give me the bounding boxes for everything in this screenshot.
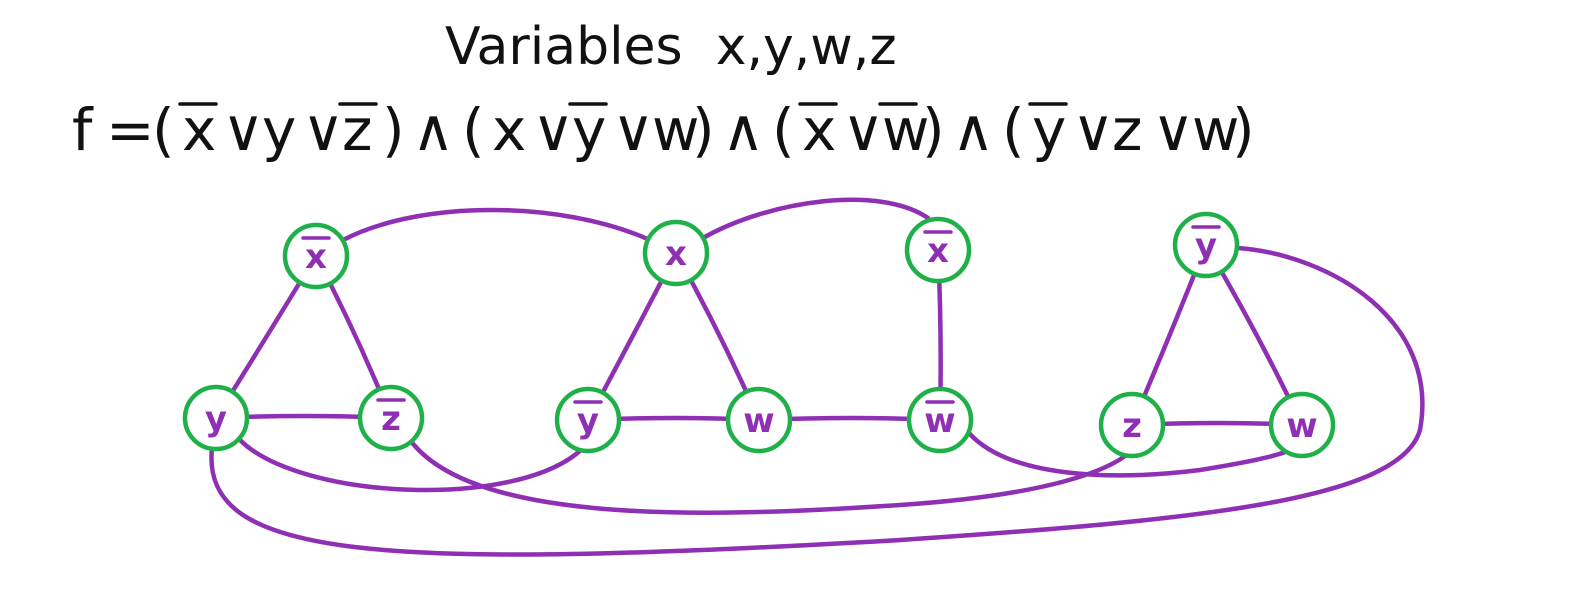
and-operator: ∧ bbox=[952, 96, 994, 164]
literal-neg-y: y bbox=[1032, 96, 1066, 164]
and-operator: ∧ bbox=[722, 96, 764, 164]
node-label: z bbox=[381, 399, 401, 439]
node-label: x bbox=[305, 237, 327, 277]
node-ring bbox=[725, 386, 793, 454]
node-c1-y: y bbox=[182, 384, 250, 452]
or-operator: ∨ bbox=[842, 96, 884, 164]
clause-open-paren: ( bbox=[772, 96, 795, 164]
node-label: w bbox=[1286, 406, 1317, 446]
node-label: x bbox=[665, 234, 687, 274]
clause-open-paren: ( bbox=[1002, 96, 1025, 164]
or-operator: ∨ bbox=[302, 96, 344, 164]
nodes: x y z x y w x w y z w bbox=[182, 211, 1336, 459]
node-ring bbox=[906, 386, 974, 454]
formula-lhs: f bbox=[72, 96, 94, 164]
node-c4-z: z bbox=[1098, 391, 1166, 459]
clause-close-paren: ) bbox=[692, 96, 715, 164]
node-label: y bbox=[1195, 226, 1217, 266]
clause-open-paren: ( bbox=[462, 96, 485, 164]
node-ring bbox=[1268, 391, 1336, 459]
literal-neg-z: z bbox=[342, 96, 372, 164]
node-c1-zbar: z bbox=[357, 384, 425, 452]
clause-close-paren: ) bbox=[382, 96, 405, 164]
node-ring bbox=[1098, 391, 1166, 459]
node-c2-ybar: y bbox=[554, 386, 622, 454]
literal-w: w bbox=[652, 96, 699, 164]
node-label: y bbox=[577, 401, 599, 441]
node-label: y bbox=[205, 399, 227, 439]
clause-open-paren: ( bbox=[152, 96, 175, 164]
node-ring bbox=[357, 384, 425, 452]
or-operator: ∨ bbox=[1152, 96, 1194, 164]
edge-c3-wbar-to-c4-w bbox=[965, 429, 1293, 478]
literal-z: z bbox=[1112, 96, 1142, 164]
literal-neg-x: x bbox=[182, 96, 216, 164]
node-c1-xbar: x bbox=[282, 222, 350, 290]
node-ring bbox=[642, 219, 710, 287]
or-operator: ∨ bbox=[612, 96, 654, 164]
literal-neg-y: y bbox=[572, 96, 606, 164]
edge-c1-y-to-c2-ybar bbox=[237, 437, 586, 493]
node-ring bbox=[1172, 211, 1240, 279]
node-ring bbox=[282, 222, 350, 290]
title-text: Variables x,y,w,z bbox=[445, 17, 897, 77]
literal-y: y bbox=[262, 96, 296, 164]
or-operator: ∨ bbox=[1072, 96, 1114, 164]
literal-neg-w: w bbox=[882, 96, 929, 164]
edge-c1-xbar-to-c2-x bbox=[340, 207, 653, 243]
node-ring bbox=[554, 386, 622, 454]
formula-equals: = bbox=[106, 96, 155, 164]
or-operator: ∨ bbox=[532, 96, 574, 164]
node-c3-wbar: w bbox=[906, 386, 974, 454]
node-c3-xbar: x bbox=[904, 216, 972, 284]
node-c2-w: w bbox=[725, 386, 793, 454]
formula: f=(x∨y∨z)∧(x∨y∨w)∧(x∨w)∧(y∨z∨w) bbox=[72, 96, 1255, 164]
node-c2-x: x bbox=[642, 219, 710, 287]
edge-c2-x-to-c3-xbar bbox=[700, 197, 931, 241]
literal-neg-x: x bbox=[802, 96, 836, 164]
node-label: w bbox=[924, 401, 955, 441]
literal-x: x bbox=[492, 96, 526, 164]
and-operator: ∧ bbox=[412, 96, 454, 164]
node-label: w bbox=[743, 401, 774, 441]
clause-close-paren: ) bbox=[922, 96, 945, 164]
clause-close-paren: ) bbox=[1232, 96, 1255, 164]
or-operator: ∨ bbox=[222, 96, 264, 164]
edge-c1-y-to-c4-ybar bbox=[209, 245, 1425, 557]
node-c4-w: w bbox=[1268, 391, 1336, 459]
node-ring bbox=[182, 384, 250, 452]
node-c4-ybar: y bbox=[1172, 211, 1240, 279]
node-ring bbox=[904, 216, 972, 284]
edges bbox=[209, 197, 1425, 557]
literal-w: w bbox=[1192, 96, 1239, 164]
node-label: x bbox=[927, 231, 949, 271]
node-label: z bbox=[1122, 406, 1142, 446]
